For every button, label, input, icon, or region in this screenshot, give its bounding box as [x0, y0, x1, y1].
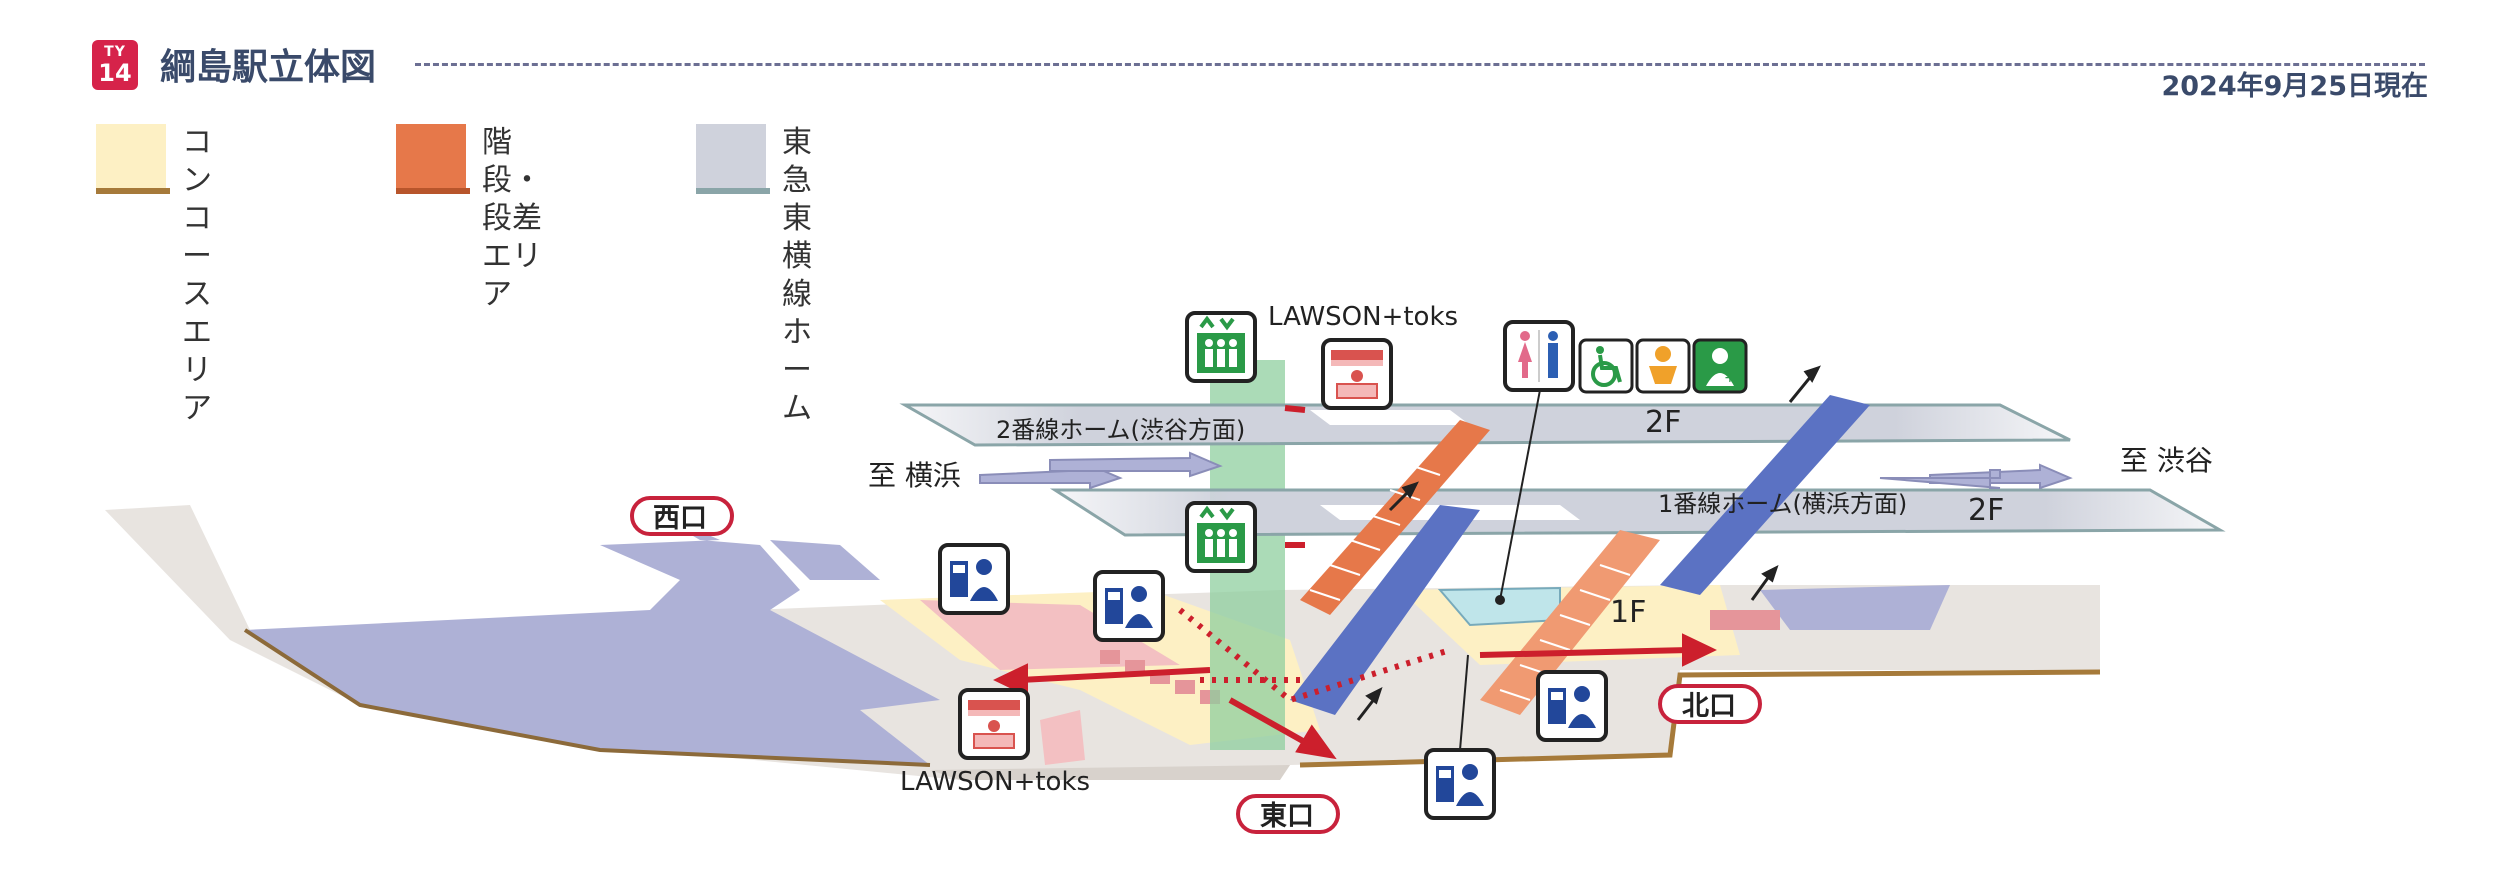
- legend-swatch-stairs: [396, 124, 466, 194]
- west-building-edge: [243, 628, 931, 767]
- stairs-platform-1: [1480, 530, 1660, 715]
- restroom-pointer: [1499, 389, 1541, 601]
- exit-east-label: 東口: [1260, 801, 1314, 832]
- ground-floor-edge: [930, 765, 1290, 780]
- exit-north[interactable]: 北口: [1658, 684, 1762, 724]
- page-title: 綱島駅立体図: [160, 47, 377, 88]
- exit-north-label: 北口: [1682, 691, 1736, 722]
- ramp-lower-left: [1040, 710, 1085, 765]
- platform-2-label: 2番線ホーム(渋谷方面): [996, 416, 1245, 444]
- west-annex-roof: [770, 540, 880, 580]
- platform-1-label: 1番線ホーム(横浜方面): [1658, 490, 1907, 518]
- title-divider: [415, 63, 2425, 66]
- line-code: TY: [104, 44, 126, 60]
- station-number: 14: [98, 59, 132, 87]
- exit-routes-dotted: [1178, 607, 1451, 704]
- escalator-1f-to-2: [1660, 395, 1870, 595]
- legend-swatch-edge: [96, 188, 170, 194]
- ticket-machine-icon: [938, 543, 1010, 615]
- shop-icon: [958, 688, 1030, 760]
- svg-text:+: +: [1724, 370, 1736, 386]
- shop-icon: [1321, 338, 1393, 410]
- platform-1-floor: 2F: [1968, 493, 2004, 528]
- as-of-date: 2024年9月25日現在: [2161, 71, 2428, 102]
- line-station-badge: TY 14: [92, 40, 138, 90]
- exit-west-label: 西口: [653, 503, 707, 534]
- west-building-roof: [245, 505, 940, 765]
- direction-shibuya: 至 渋谷: [2120, 444, 2213, 477]
- legend-label-concourse: コンコース エリア: [182, 125, 212, 426]
- pointer-arrows: [1356, 365, 1821, 721]
- elevator-icon: [1185, 501, 1257, 573]
- elevator-icon: [1185, 311, 1257, 383]
- shop-label-upper: LAWSON+toks: [1268, 302, 1458, 332]
- platform-2: [899, 403, 2071, 447]
- platform-shadow-east: [1760, 585, 1950, 630]
- exit-west[interactable]: 西口: [630, 496, 734, 536]
- legend-label-platform: 東急東横線 ホーム: [782, 125, 812, 426]
- shop-label-lower: LAWSON+toks: [900, 767, 1090, 797]
- baby-changing-icon: [1635, 338, 1691, 394]
- ticket-machine-pointer: [1459, 654, 1469, 751]
- legend-swatch-edge: [396, 188, 470, 194]
- legend-swatch-platform: [696, 124, 766, 194]
- ticket-machine-icon: [1093, 570, 1165, 642]
- ticket-machine-icon: [1536, 670, 1608, 742]
- concourse-floor: 1F: [1610, 595, 1646, 630]
- ramp-north-exit: [1710, 610, 1780, 630]
- legend-swatch-concourse: [96, 124, 166, 194]
- exit-routes: [993, 405, 1717, 760]
- legend-swatch-edge: [696, 188, 770, 194]
- restroom-pointer-dot: [1495, 595, 1505, 605]
- direction-yokohama: 至 横浜: [868, 459, 961, 492]
- wheelchair-icon: [1578, 338, 1634, 394]
- direction-arrows-left: [979, 451, 1223, 490]
- stairs-platform-2: [1300, 420, 1490, 615]
- platform-2-opening: [1310, 410, 1470, 425]
- ticket-machine-icon: [1424, 748, 1496, 820]
- restroom-icon: [1503, 320, 1575, 392]
- escalator-1f-to-1: [1290, 505, 1480, 715]
- direction-arrows-right: [1879, 463, 2073, 490]
- legend-label-stairs: 階段・段差 エリア: [482, 125, 542, 312]
- stairs-lines: [1309, 464, 1631, 701]
- exit-east[interactable]: 東口: [1236, 794, 1340, 834]
- ostomate-icon: +: [1692, 338, 1748, 394]
- platform-2-floor: 2F: [1645, 405, 1681, 440]
